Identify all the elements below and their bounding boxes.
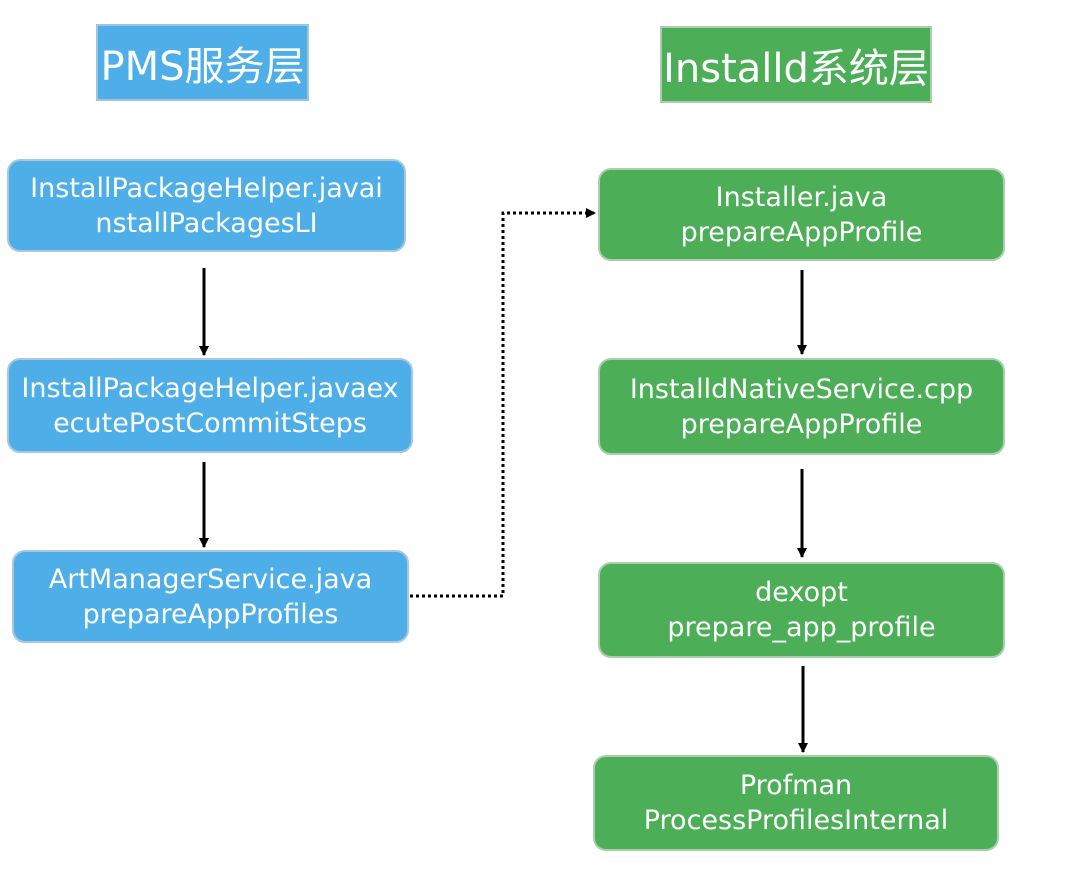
pms-node-execute-post-commit: InstallPackageHelper.javaex ecutePostCom… <box>7 358 413 453</box>
installd-node-dexopt: dexopt prepare_app_profile <box>598 562 1005 658</box>
node-line-1: ArtManagerService.java <box>48 563 373 595</box>
node-line-2: ecutePostCommitSteps <box>53 407 367 439</box>
arrow-pms-to-installd <box>410 208 596 598</box>
node-line-2: prepare_app_profile <box>667 612 936 643</box>
node-line-2: ProcessProfilesInternal <box>643 805 949 836</box>
node-line-2: prepareAppProfile <box>680 408 923 440</box>
installd-layer-title: Installd系统层 <box>663 45 929 92</box>
installd-node-installer: Installer.java prepareAppProfile <box>598 168 1005 261</box>
node-line-1: InstalldNativeService.cpp <box>629 373 974 405</box>
node-line-2: prepareAppProfile <box>680 216 923 248</box>
node-line-2: prepareAppProfiles <box>82 598 339 630</box>
installd-layer-header: Installd系统层 <box>660 26 932 103</box>
node-line-1: dexopt <box>755 577 848 608</box>
node-line-1: InstallPackageHelper.javai <box>30 172 383 204</box>
pms-layer-title: PMS服务层 <box>100 43 305 90</box>
pms-node-prepare-app-profiles: ArtManagerService.java prepareAppProfile… <box>12 550 409 643</box>
pms-layer-header: PMS服务层 <box>96 24 309 101</box>
node-line-1: Profman <box>739 770 853 801</box>
node-line-2: nstallPackagesLI <box>95 207 318 239</box>
pms-node-install-packages: InstallPackageHelper.javai nstallPackage… <box>7 159 406 252</box>
node-line-1: InstallPackageHelper.javaex <box>21 372 399 404</box>
installd-node-profman: Profman ProcessProfilesInternal <box>593 755 999 851</box>
node-line-1: Installer.java <box>715 181 888 213</box>
installd-node-native-service: InstalldNativeService.cpp prepareAppProf… <box>598 358 1005 455</box>
